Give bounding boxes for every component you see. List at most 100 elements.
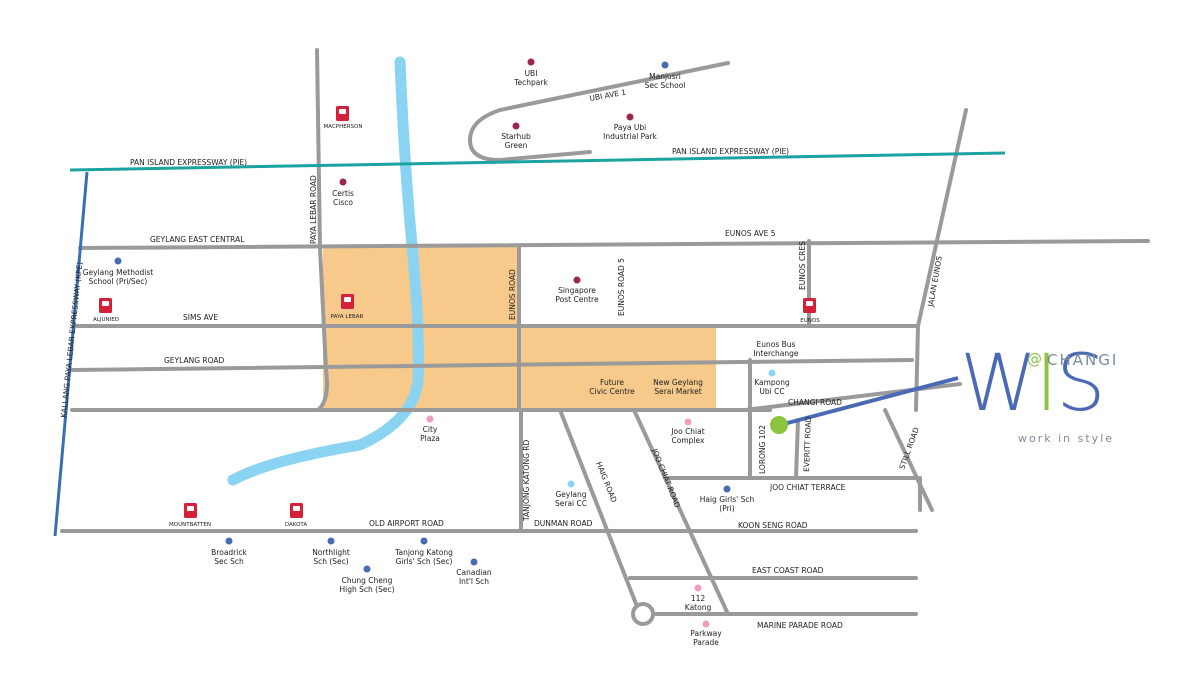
label-joo-chiat-terrace: JOO CHIAT TERRACE bbox=[769, 483, 846, 492]
mrt-aljunied[interactable]: ALJUNIED bbox=[93, 298, 119, 323]
road-network bbox=[60, 48, 1150, 616]
svg-text:Civic Centre: Civic Centre bbox=[589, 387, 635, 396]
svg-text:Haig Girls' Sch: Haig Girls' Sch bbox=[700, 495, 755, 504]
poi-parkway-parade[interactable]: Parkway Parade bbox=[690, 620, 722, 648]
road-labels: PAN ISLAND EXPRESSWAY (PIE) PAN ISLAND E… bbox=[59, 88, 944, 630]
mrt-mountbatten[interactable]: MOUNTBATTEN bbox=[169, 503, 211, 528]
svg-text:Sec Sch: Sec Sch bbox=[214, 557, 244, 566]
svg-text:Manjusri: Manjusri bbox=[649, 72, 681, 81]
svg-text:Singapore: Singapore bbox=[558, 286, 596, 295]
poi-canadian[interactable]: Canadian Int'l Sch bbox=[456, 558, 492, 587]
svg-text:PAYA LEBAR: PAYA LEBAR bbox=[331, 314, 364, 320]
svg-text:Plaza: Plaza bbox=[420, 434, 440, 443]
site-marker[interactable] bbox=[770, 416, 788, 434]
wis-changi-logo: WIS @ CHANGI work in style bbox=[955, 345, 1155, 455]
svg-text:Girls' Sch (Sec): Girls' Sch (Sec) bbox=[396, 557, 453, 566]
poi-broadrick[interactable]: Broadrick Sec Sch bbox=[211, 537, 247, 567]
label-old-airport-road: OLD AIRPORT ROAD bbox=[369, 519, 444, 528]
svg-text:EUNOS: EUNOS bbox=[800, 318, 820, 324]
roundabout bbox=[631, 602, 655, 626]
svg-text:Certis: Certis bbox=[332, 189, 354, 198]
poi-singapore-post[interactable]: Singapore Post Centre bbox=[555, 276, 599, 305]
poi-tanjong-katong-girls[interactable]: Tanjong Katong Girls' Sch (Sec) bbox=[394, 537, 453, 567]
svg-text:Kampong: Kampong bbox=[754, 378, 790, 387]
svg-text:Chung Cheng: Chung Cheng bbox=[342, 576, 393, 585]
svg-text:Serai CC: Serai CC bbox=[555, 499, 587, 508]
label-eunos-road-5: EUNOS ROAD 5 bbox=[617, 258, 626, 316]
poi-starhub[interactable]: Starhub Green bbox=[501, 122, 531, 151]
poi-geylang-serai-cc[interactable]: Geylang Serai CC bbox=[555, 480, 587, 509]
svg-text:Eunos Bus: Eunos Bus bbox=[757, 340, 796, 349]
poi-certis[interactable]: Certis Cisco bbox=[332, 178, 354, 208]
svg-text:Katong: Katong bbox=[685, 603, 712, 612]
label-geylang-road: GEYLANG ROAD bbox=[164, 356, 225, 365]
label-paya-lebar-road: PAYA LEBAR ROAD bbox=[309, 175, 318, 244]
svg-text:Techpark: Techpark bbox=[513, 78, 548, 87]
poi-ubi-techpark[interactable]: UBI Techpark bbox=[513, 58, 548, 88]
label-eunos-ave-5: EUNOS AVE 5 bbox=[725, 229, 776, 238]
svg-text:MOUNTBATTEN: MOUNTBATTEN bbox=[169, 522, 211, 528]
svg-text:Cisco: Cisco bbox=[333, 198, 353, 207]
svg-text:Serai Market: Serai Market bbox=[654, 387, 701, 396]
label-dunman-road: DUNMAN ROAD bbox=[534, 519, 593, 528]
poi-112-katong[interactable]: 112 Katong bbox=[685, 584, 712, 613]
svg-text:Ubi CC: Ubi CC bbox=[759, 387, 784, 396]
svg-text:Interchange: Interchange bbox=[753, 349, 798, 358]
label-east-coast-road: EAST COAST ROAD bbox=[752, 566, 824, 575]
svg-text:112: 112 bbox=[691, 594, 706, 603]
logo-changi: CHANGI bbox=[1047, 351, 1119, 369]
svg-text:Green: Green bbox=[505, 141, 528, 150]
poi-geylang-methodist[interactable]: Geylang Methodist School (Pri/Sec) bbox=[83, 257, 154, 287]
svg-text:High Sch (Sec): High Sch (Sec) bbox=[340, 585, 395, 594]
svg-text:Tanjong Katong: Tanjong Katong bbox=[394, 548, 453, 557]
mrt-paya-lebar[interactable]: PAYA LEBAR bbox=[331, 294, 364, 320]
label-geylang-east-central: GEYLANG EAST CENTRAL bbox=[150, 235, 245, 244]
label-eunos-cres: EUNOS CRES bbox=[798, 241, 807, 290]
poi-chung-cheng[interactable]: Chung Cheng High Sch (Sec) bbox=[340, 565, 395, 595]
pan-island-expressway bbox=[69, 151, 1006, 172]
svg-text:Int'l Sch: Int'l Sch bbox=[459, 577, 489, 586]
mrt-eunos[interactable]: EUNOS bbox=[800, 298, 820, 324]
svg-text:Joo Chiat: Joo Chiat bbox=[670, 427, 704, 436]
svg-text:Sch (Sec): Sch (Sec) bbox=[313, 557, 348, 566]
poi-eunos-bus[interactable]: Eunos Bus Interchange bbox=[753, 340, 798, 358]
label-pie-right: PAN ISLAND EXPRESSWAY (PIE) bbox=[672, 147, 789, 156]
poi-future-civic[interactable]: Future Civic Centre bbox=[589, 378, 635, 396]
svg-text:City: City bbox=[423, 425, 438, 434]
label-koon-seng-road: KOON SENG ROAD bbox=[738, 521, 808, 530]
logo-at: @ bbox=[1027, 350, 1042, 368]
svg-text:New Geylang: New Geylang bbox=[653, 378, 703, 387]
svg-text:Geylang Methodist: Geylang Methodist bbox=[83, 268, 154, 277]
poi-kampong-ubi[interactable]: Kampong Ubi CC bbox=[754, 369, 790, 397]
svg-text:Post Centre: Post Centre bbox=[555, 295, 599, 304]
poi-new-geylang-serai[interactable]: New Geylang Serai Market bbox=[653, 378, 703, 396]
mrt-macpherson[interactable]: MACPHERSON bbox=[324, 106, 363, 130]
svg-text:Industrial Park: Industrial Park bbox=[603, 132, 657, 141]
svg-text:Broadrick: Broadrick bbox=[211, 548, 247, 557]
svg-text:Northlight: Northlight bbox=[312, 548, 350, 557]
poi-haig-girls[interactable]: Haig Girls' Sch (Pri) bbox=[700, 485, 755, 514]
poi-city-plaza[interactable]: City Plaza bbox=[420, 415, 440, 444]
mrt-dakota[interactable]: DAKOTA bbox=[285, 503, 307, 528]
label-marine-parade-road: MARINE PARADE ROAD bbox=[757, 621, 843, 630]
poi-manjusri[interactable]: Manjusri Sec School bbox=[645, 61, 686, 91]
svg-text:School (Pri/Sec): School (Pri/Sec) bbox=[89, 277, 148, 286]
svg-text:Canadian: Canadian bbox=[456, 568, 492, 577]
kallang-paya-lebar-expressway bbox=[53, 171, 89, 537]
svg-text:Parkway: Parkway bbox=[690, 629, 722, 638]
label-kpe: KALLANG PAYA LEBAR EXPRESSWAY (KPE) bbox=[59, 261, 84, 418]
svg-text:ALJUNIED: ALJUNIED bbox=[93, 317, 119, 323]
poi-paya-ubi[interactable]: Paya Ubi Industrial Park bbox=[603, 113, 658, 142]
site-pointer-line bbox=[779, 376, 959, 427]
svg-text:Starhub: Starhub bbox=[501, 132, 531, 141]
svg-text:Geylang: Geylang bbox=[555, 490, 586, 499]
svg-text:UBI: UBI bbox=[525, 69, 538, 78]
svg-text:(Pri): (Pri) bbox=[719, 504, 734, 513]
poi-northlight[interactable]: Northlight Sch (Sec) bbox=[312, 537, 350, 567]
poi-joo-chiat-complex[interactable]: Joo Chiat Complex bbox=[670, 418, 705, 446]
svg-text:Paya Ubi: Paya Ubi bbox=[614, 123, 647, 132]
svg-text:Complex: Complex bbox=[672, 436, 705, 445]
label-tanjong-katong-rd: TANJONG KATONG RD bbox=[522, 440, 531, 522]
label-changi-road: CHANGI ROAD bbox=[788, 398, 842, 407]
